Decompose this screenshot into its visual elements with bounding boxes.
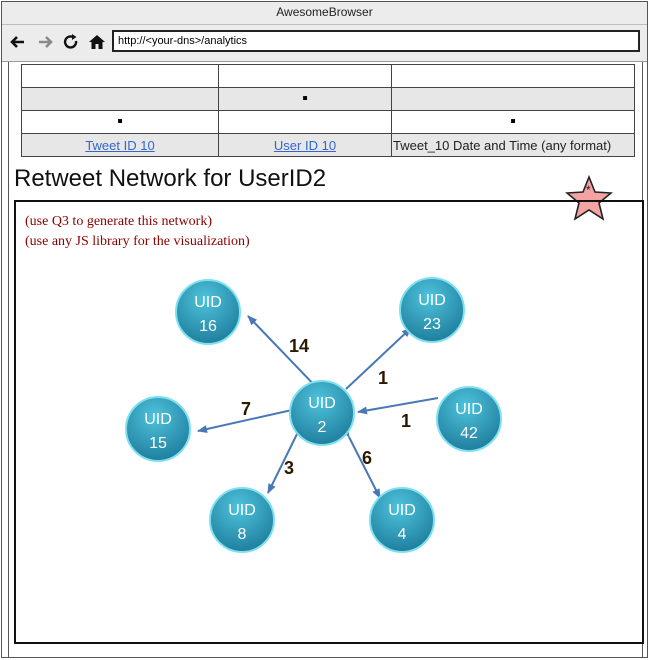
node-label: 15: [149, 435, 167, 452]
table-row: Tweet ID 10 User ID 10 Tweet_10 Date and…: [21, 133, 635, 157]
node-label: 2: [318, 419, 327, 436]
back-arrow-icon[interactable]: [8, 32, 28, 52]
node-label: 16: [199, 318, 217, 335]
star-icon: *: [564, 174, 614, 226]
edge-uid2-uid8: [267, 420, 307, 494]
edge-uid42-uid2: [357, 397, 439, 415]
edge-uid2-uid23: [345, 327, 412, 390]
node-uid4[interactable]: UID 4: [369, 487, 435, 553]
forward-arrow-icon[interactable]: [35, 32, 55, 52]
table-cell: ▪: [218, 87, 392, 111]
edge-label-1a: 1: [378, 368, 388, 388]
reload-icon[interactable]: [61, 32, 81, 52]
node-uid15[interactable]: UID 15: [125, 396, 191, 462]
browser-toolbar: http://<your-dns>/analytics: [2, 25, 647, 62]
edge-label-3: 3: [284, 458, 294, 478]
node-uid42[interactable]: UID 42: [436, 386, 502, 452]
node-label: UID: [388, 502, 416, 519]
table-cell: [21, 87, 219, 111]
user-id-link[interactable]: User ID 10: [273, 137, 337, 153]
svg-text:*: *: [586, 183, 591, 197]
retweet-network-graph: 14 1 7 1 3 6 UID 16 UID 23: [125, 277, 502, 553]
edge-label-6: 6: [362, 448, 372, 468]
node-label: 42: [460, 425, 478, 442]
node-label: UID: [418, 292, 446, 309]
page-content: ▪ ▪ ▪ Tweet ID 10 User ID 10 Tweet_10 Da…: [8, 62, 644, 658]
edge-label-14: 14: [289, 336, 309, 356]
table-row: [21, 64, 635, 88]
edge-uid2-uid4: [341, 427, 381, 499]
node-label: UID: [308, 395, 336, 412]
table-cell: ▪: [391, 110, 635, 134]
node-uid2[interactable]: UID 2: [289, 380, 355, 446]
tweet-id-link[interactable]: Tweet ID 10: [85, 137, 155, 153]
node-label: 23: [423, 316, 441, 333]
node-label: UID: [455, 401, 483, 418]
table-cell: [21, 64, 219, 88]
tweets-table: ▪ ▪ ▪ Tweet ID 10 User ID 10 Tweet_10 Da…: [21, 64, 635, 157]
edge-label-7: 7: [241, 399, 251, 419]
node-label: UID: [194, 294, 222, 311]
node-label: UID: [228, 502, 256, 519]
tweet-datetime: Tweet_10 Date and Time (any format): [391, 133, 635, 157]
table-cell: [391, 64, 635, 88]
node-uid8[interactable]: UID 8: [209, 487, 275, 553]
table-cell: ▪: [21, 110, 219, 134]
table-row: ▪ ▪: [21, 110, 635, 134]
table-cell: User ID 10: [218, 133, 392, 157]
table-cell: [218, 110, 392, 134]
browser-titlebar: AwesomeBrowser: [2, 2, 647, 25]
node-label: 4: [398, 526, 407, 543]
table-cell: Tweet ID 10: [21, 133, 219, 157]
table-row: ▪: [21, 87, 635, 111]
node-uid23[interactable]: UID 23: [399, 277, 465, 343]
edge-uid2-uid15: [197, 409, 293, 433]
node-label: 8: [238, 526, 247, 543]
network-panel: (use Q3 to generate this network) (use a…: [14, 200, 644, 644]
table-cell: [218, 64, 392, 88]
table-cell: [391, 87, 635, 111]
section-title: Retweet Network for UserID2: [14, 165, 327, 192]
node-label: UID: [144, 411, 172, 428]
node-uid16[interactable]: UID 16: [175, 279, 241, 345]
edge-label-1b: 1: [401, 411, 411, 431]
home-icon[interactable]: [87, 32, 107, 52]
note-q3: (use Q3 to generate this network): [25, 214, 212, 229]
note-js: (use any JS library for the visualizatio…: [25, 234, 250, 249]
address-bar[interactable]: http://<your-dns>/analytics: [112, 30, 640, 52]
edge-uid2-uid16: [247, 315, 321, 392]
